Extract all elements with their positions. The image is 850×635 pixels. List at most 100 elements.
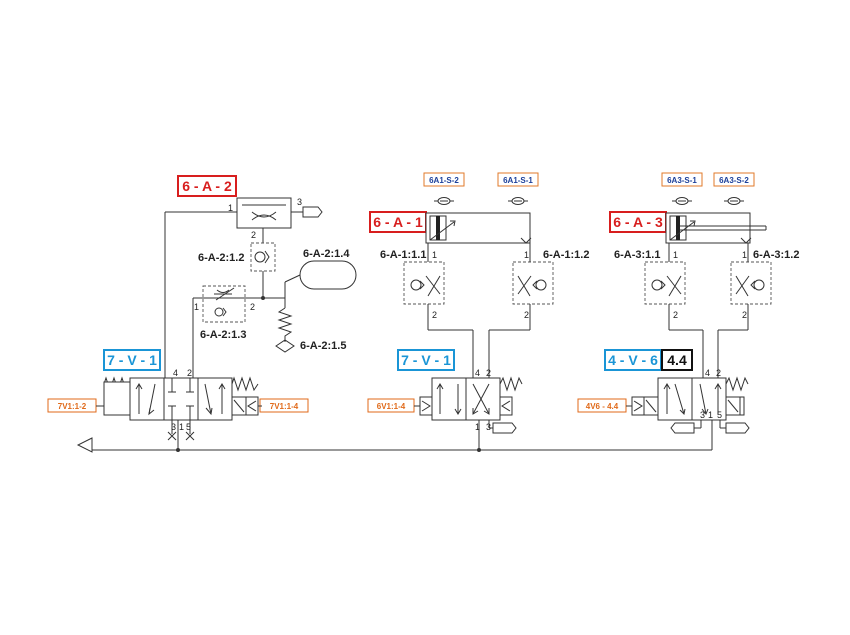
check-valve-6-a-2-1-2-frame	[250, 242, 276, 272]
valve-7-v-1-left: 7 - V - 1 7V1:1-2 7V1:1-4	[47, 349, 309, 441]
port-label: 1	[742, 250, 747, 260]
junction-dot	[261, 296, 265, 300]
air-reservoir-6-a-2-1-4	[299, 260, 357, 290]
port-label: 1	[432, 250, 437, 260]
sensor-label-6a1-s-2: 6A1-S-2	[429, 176, 459, 185]
port-label: 1	[179, 422, 184, 432]
port-label: 2	[742, 310, 747, 320]
tag-4-4: 4.4	[667, 352, 687, 368]
throttle-valve-6-a-3-1-1-frame	[644, 261, 686, 305]
valve-7-v-1-mid: 7 - V - 1 6V1:1-4 4 2 1 3	[367, 349, 523, 434]
port-label: 3	[297, 197, 302, 207]
sensor-label-6a3-s-1: 6A3-S-1	[667, 176, 697, 185]
silencer-icon	[302, 206, 323, 218]
tag-box-4-4	[661, 349, 693, 371]
label-6-a-1-1-1: 6-A-1:1.1	[380, 249, 426, 261]
label-6-a-2-1-2: 6-A-2:1.2	[198, 252, 244, 264]
silencer-icon	[492, 422, 517, 434]
piston	[436, 216, 440, 240]
sensor-icon	[508, 197, 528, 205]
tag-box-7-v-1-mid	[397, 349, 455, 371]
label-6-a-3-1-2: 6-A-3:1.2	[753, 249, 799, 261]
label-6-a-2-1-5: 6-A-2:1.5	[300, 340, 346, 352]
silencer-icon	[725, 422, 750, 434]
valve-position-b	[197, 377, 233, 421]
valve-position-a	[431, 377, 467, 421]
group-6-a-2: 6 - A - 2 1 3 2 6-A-2:1.2 1 2 6-A-2:1	[164, 175, 357, 378]
sensor-icon	[672, 197, 692, 205]
spring-icon	[231, 376, 259, 392]
port-label: 1	[673, 250, 678, 260]
solenoid-label-4v6-4-4: 4V6 - 4.4	[586, 402, 619, 411]
port-label: 4	[173, 368, 178, 378]
port-label: 2	[187, 368, 192, 378]
valve-4-v-6: 4 - V - 6 4.4 4V6 - 4.4 4 2 3 1 5	[577, 349, 750, 434]
tag-box-6-a-2	[177, 175, 237, 197]
supply-line	[76, 420, 713, 453]
port-label: 2	[486, 368, 491, 378]
throttle-valve-6-a-3-1-2-frame	[730, 261, 772, 305]
throttle-valve-6-a-2-1-3-frame	[202, 285, 246, 323]
port-label: 2	[432, 310, 437, 320]
sensor-label-6a3-s-2: 6A3-S-2	[719, 176, 749, 185]
throttle-valve-6-a-1-1-2-frame	[512, 261, 554, 305]
port-label: 1	[708, 410, 713, 420]
spring-icon	[499, 376, 523, 392]
port-label: 2	[524, 310, 529, 320]
sensor-label-box	[497, 172, 539, 187]
label-6-a-2-1-4: 6-A-2:1.4	[303, 248, 350, 260]
silencer-icon	[670, 422, 695, 434]
valve-position-b	[465, 377, 501, 421]
exhaust-x-icon	[185, 431, 195, 441]
port-label: 2	[673, 310, 678, 320]
port-label: 1	[524, 250, 529, 260]
port-label: 4	[475, 368, 480, 378]
port-label: 3	[700, 410, 705, 420]
group-6-a-3: 6A3-S-1 6A3-S-2 6 - A - 3 6-A-3:	[609, 172, 799, 378]
port-label: 3	[171, 422, 176, 432]
tag-4-v-6: 4 - V - 6	[608, 352, 658, 368]
tag-box-7-v-1-left	[103, 349, 161, 371]
supply-source-triangle	[76, 437, 93, 453]
cylinder-6-a-1	[425, 212, 531, 244]
sensor-icon	[724, 197, 744, 205]
valve-position-a	[129, 377, 165, 421]
solenoid-label-7v1-1-2: 7V1:1-2	[58, 402, 87, 411]
port-label: 4	[705, 368, 710, 378]
port-label: 5	[186, 422, 191, 432]
check-valve-icon	[254, 251, 266, 263]
tag-6-a-3: 6 - A - 3	[613, 214, 663, 230]
valve-position-b	[691, 377, 727, 421]
tag-7-v-1-mid: 7 - V - 1	[401, 352, 451, 368]
sensor-icon	[434, 197, 454, 205]
port-label: 2	[251, 230, 256, 240]
port-label: 5	[717, 410, 722, 420]
solenoid-label-7v1-1-4: 7V1:1-4	[270, 402, 299, 411]
pressure-switch-icon	[275, 339, 295, 353]
spring-icon	[725, 376, 749, 392]
tag-6-a-1: 6 - A - 1	[373, 214, 423, 230]
throttle-valve-6-a-1-1-1-frame	[403, 261, 445, 305]
sensor-label-box	[713, 172, 755, 187]
label-6-a-2-1-3: 6-A-2:1.3	[200, 329, 246, 341]
sensor-label-6a1-s-1: 6A1-S-1	[503, 176, 533, 185]
exhaust-x-icon	[167, 431, 177, 441]
port-label: 1	[228, 203, 233, 213]
tag-7-v-1-left: 7 - V - 1	[107, 352, 157, 368]
tag-6-a-2: 6 - A - 2	[182, 178, 232, 194]
group-6-a-1: 6A1-S-2 6A1-S-1 6 - A - 1 6-A-1:1.1	[369, 172, 589, 378]
solenoid-label-6v1-1-4: 6V1:1-4	[377, 402, 406, 411]
piston	[676, 216, 680, 240]
air-device-6-a-2	[236, 197, 292, 229]
sensor-label-box	[423, 172, 465, 187]
port-label: 2	[716, 368, 721, 378]
valve-position-center	[163, 377, 199, 421]
port-label: 1	[475, 422, 480, 432]
sensor-label-box	[661, 172, 703, 187]
port-label: 2	[250, 302, 255, 312]
label-6-a-3-1-1: 6-A-3:1.1	[614, 249, 660, 261]
port-label: 1	[194, 302, 199, 312]
check-valve-icon	[214, 307, 224, 317]
